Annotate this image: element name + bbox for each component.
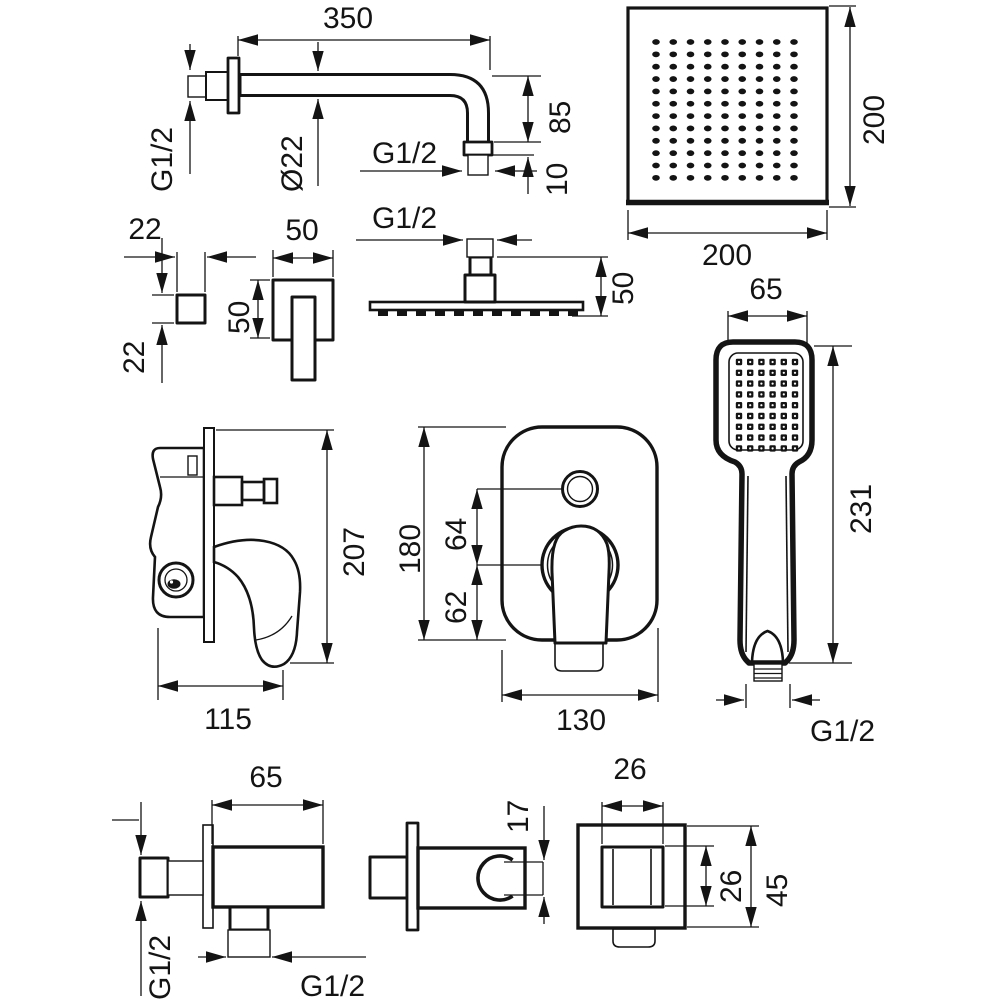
dim-label-head-side-thread: G1/2 [372,202,437,235]
valve-lever-side [212,538,302,669]
arm-outlet-flange [462,140,494,157]
valve-body [148,446,206,619]
hand-thread-stub [753,663,783,682]
holder-tab [612,928,656,948]
holder-stub [368,855,409,900]
dim-label-arm-outlet-height: 10 [541,163,574,196]
dim-label-64: 64 [440,518,473,551]
dim-label-plate-height: 180 [394,524,427,574]
elbow-outlet-thread [227,929,271,958]
hand-shower-face-rim [728,352,804,451]
hand-nozzle-grid [735,358,799,452]
dim-label-arm-drop: 85 [544,101,577,134]
mixer-front-view: 180 64 62 130 [394,425,659,737]
dim-label-hand-width: 65 [749,273,782,306]
elbow-inlet-mid [167,860,204,896]
shower-arm-view: 350 G1/2 Ø22 G1/2 85 10 [146,2,577,196]
dim-label-valve-height: 207 [338,527,371,577]
dim-label-head-width: 200 [702,239,752,272]
mixer-side-view: 207 115 [148,427,371,736]
wall-flange-view: 50 50 [223,214,335,382]
diverter-knob-inner [566,475,594,503]
dim-label-holder-inner-height: 26 [715,870,748,903]
spout-base [212,475,244,507]
nozzle-dashes [378,310,578,316]
dim-label-head-side-height: 50 [607,272,640,305]
arm-adapter [205,71,229,101]
valve-wall-plate [203,427,215,643]
holder-front-view: 26 26 45 [576,753,794,948]
handle-end-arch [750,629,785,663]
connector-mid [468,255,493,277]
mixer-lever-tip [554,642,604,672]
valve-inlet-inner [164,568,188,592]
dim-label-arm-outlet-thread: G1/2 [372,137,437,170]
wall-elbow-view: 65 G1/2 G1/2 [112,761,366,1000]
arm-wall-thread-stub [187,75,207,98]
holder-outer-square [576,823,687,930]
spout-mid [240,480,266,502]
dim-label-flange-width: 50 [285,214,318,247]
nozzle-dot-grid [652,39,798,181]
connector-base [463,273,497,304]
head-shower-front-view: 200 200 [626,5,891,272]
spout-end [262,477,279,505]
dim-label-elbow-inlet-thread: G1/2 [144,935,177,1000]
dim-label-arm-length: 350 [323,2,373,35]
dim-label-valve-width: 115 [204,703,252,736]
dim-label-holder-outer-height: 45 [761,874,794,907]
elbow-body [211,845,325,909]
elbow-inlet-stub [138,856,170,899]
elbow-outlet-nut [228,905,270,932]
dim-label-plate-width: 130 [556,704,606,737]
dim-label-hand-thread: G1/2 [810,715,875,748]
dim-label-hand-length: 231 [845,484,878,534]
arm-cross-section-view: 22 22 [118,213,256,383]
holder-clip-c [476,854,514,902]
dim-label-cross-width: 22 [128,213,161,246]
dim-label-elbow-width: 65 [249,761,282,794]
cross-section-square [175,293,207,325]
dim-label-cross-height: 22 [118,341,151,374]
mixer-lever-handle [550,524,611,645]
dim-label-holder-inner-width: 26 [613,753,646,786]
head-shower-side-view: G1/2 50 [356,202,640,317]
holder-side-view: 17 [368,800,550,932]
dim-label-arm-wall-thread: G1/2 [146,127,179,192]
arm-wall-flange [226,56,241,115]
connector-thread-stub [466,238,494,258]
dim-label-flange-height: 50 [223,301,256,334]
arm-outlet-thread-stub [467,154,489,176]
dim-label-62: 62 [440,591,473,624]
dim-label-arm-diameter: Ø22 [276,135,309,192]
arm-tube-outline [238,73,490,142]
flange-pipe [290,295,317,382]
holder-inner-square [600,845,665,909]
dim-label-elbow-outlet-thread: G1/2 [300,970,365,1000]
dim-label-clip-gap: 17 [502,800,535,833]
hand-shower-view: 65 G1/2 231 [713,273,878,748]
dim-label-head-height: 200 [858,95,891,145]
valve-clip [187,455,198,476]
hand-shower-body [713,339,815,666]
